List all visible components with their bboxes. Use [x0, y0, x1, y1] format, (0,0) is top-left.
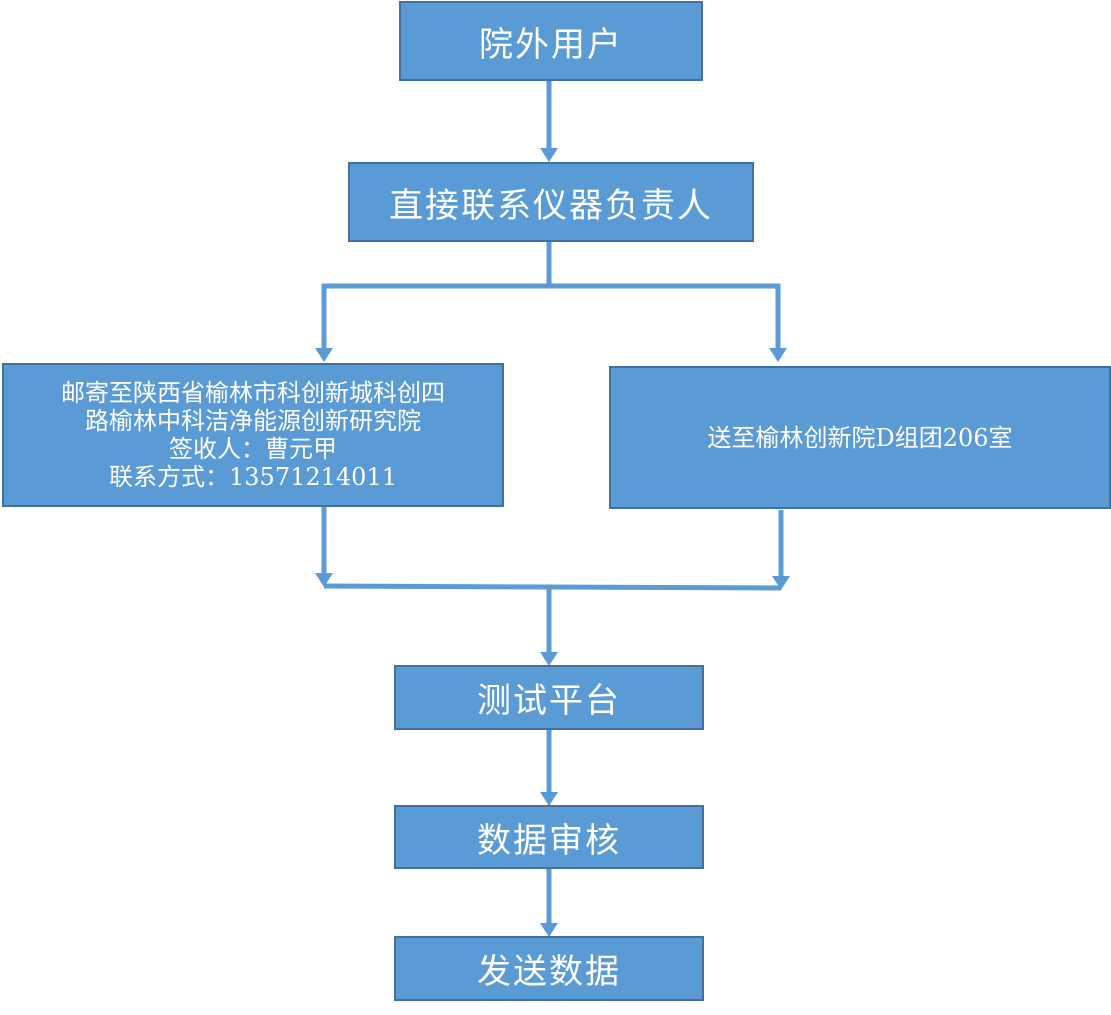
arrowhead-to-mail [315, 348, 333, 362]
arrowhead-to-send [540, 923, 558, 937]
arrowhead-to-review [540, 792, 558, 806]
outside-user-label: 院外用户 [479, 24, 623, 65]
arrowhead-to-deliver [769, 348, 787, 362]
send-data-node: 发送数据 [394, 936, 704, 1001]
arrowhead-mail-merge [315, 573, 333, 587]
deliver-option-node: 送至榆林创新院D组团206室 [609, 366, 1111, 509]
arrowhead-to-test [540, 652, 558, 666]
mail-recipient: 签收人：曹元甲 [169, 435, 337, 463]
mail-address-line-1: 邮寄至陕西省榆林市科创新城科创四 [61, 379, 445, 407]
arrowhead-deliver-merge [772, 576, 790, 590]
arrowhead-to-contact [540, 148, 558, 162]
contact-instrument-label: 直接联系仪器负责人 [389, 185, 713, 226]
test-platform-label: 测试平台 [477, 681, 621, 721]
deliver-option-label: 送至榆林创新院D组团206室 [707, 423, 1013, 452]
connector-merge [323, 583, 782, 591]
mail-option-node: 邮寄至陕西省榆林市科创新城科创四 路榆林中科洁净能源创新研究院 签收人：曹元甲 … [2, 363, 504, 507]
data-review-node: 数据审核 [394, 805, 704, 869]
connector-contact-split-right [549, 283, 781, 350]
outside-user-node: 院外用户 [399, 1, 703, 81]
mail-address-line-2: 路榆林中科洁净能源创新研究院 [85, 407, 421, 435]
connector-contact-split [321, 242, 552, 350]
test-platform-node: 测试平台 [394, 665, 704, 730]
contact-instrument-node: 直接联系仪器负责人 [348, 162, 754, 242]
data-review-label: 数据审核 [477, 820, 621, 861]
mail-contact-phone: 联系方式：13571214011 [109, 463, 397, 491]
send-data-label: 发送数据 [477, 952, 621, 992]
